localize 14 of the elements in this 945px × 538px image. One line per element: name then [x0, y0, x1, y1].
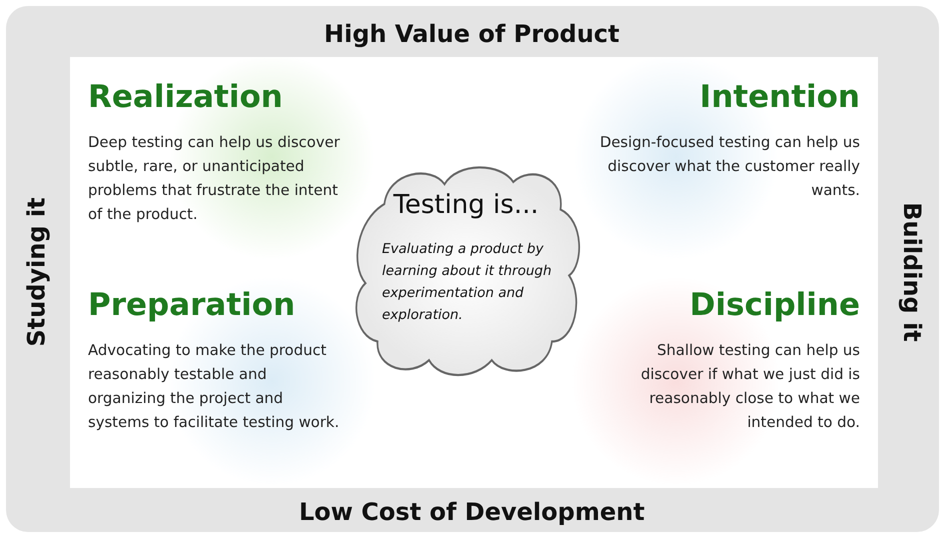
axis-label: Studying it: [22, 197, 50, 347]
quadrant-heading: Preparation: [88, 287, 296, 323]
quadrant-description: Advocating to make the product reasonably testable and organizing the project and systems to facilitate testing work.: [88, 341, 340, 433]
quadrant-description: Deep testing can help us discover subtle, rare, or unanticipated problems that frustrate the intent of the product.: [88, 133, 341, 225]
quadrant-description: Shallow testing can help us discover if what we just did is reasonably close to what we intended to do.: [640, 341, 860, 433]
quadrant-heading: Discipline: [690, 287, 860, 323]
quadrant-heading: Intention: [700, 79, 860, 115]
cloud-description: Evaluating a product by learning about it through experimentation and exploration.: [382, 240, 553, 325]
axis-label: Building it: [898, 202, 926, 342]
axis-label: Low Cost of Development: [299, 498, 645, 526]
cloud-heading: Testing is...: [392, 190, 540, 220]
quadrant-heading: Realization: [88, 79, 283, 115]
quadrant-description: Design-focused testing can help us discover what the customer really wants.: [598, 133, 860, 201]
axis-label: High Value of Product: [324, 20, 620, 48]
